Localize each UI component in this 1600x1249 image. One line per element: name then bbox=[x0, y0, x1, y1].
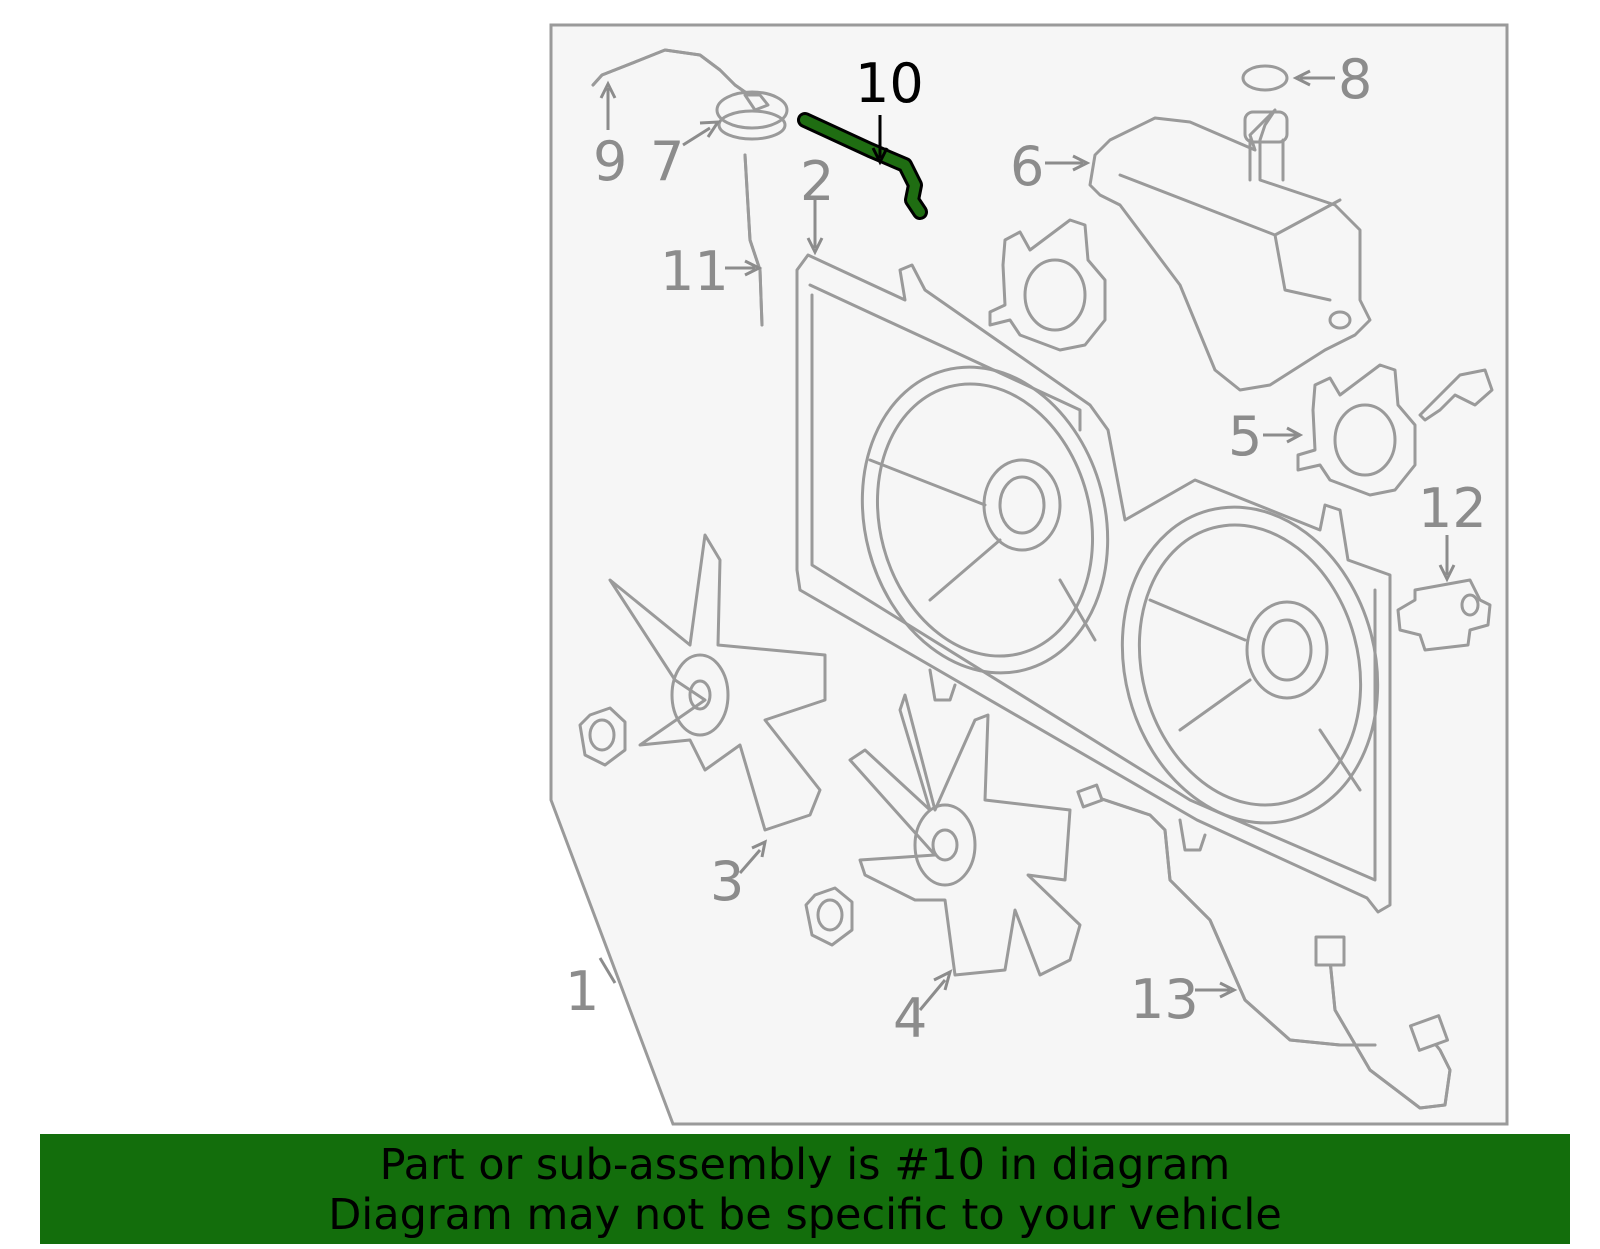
nut-left-part[interactable] bbox=[578, 706, 627, 767]
o-ring-part[interactable] bbox=[1241, 64, 1289, 92]
callout-10: 10 bbox=[855, 52, 924, 115]
reservoir-tank-part[interactable] bbox=[1088, 108, 1372, 392]
radiator-cap-part[interactable] bbox=[715, 90, 789, 141]
banner-line-2: Diagram may not be specific to your vehi… bbox=[328, 1190, 1282, 1240]
fan-motor-upper[interactable] bbox=[988, 218, 1107, 352]
fan-blade-left-part[interactable] bbox=[608, 533, 827, 832]
banner-line-1: Part or sub-assembly is #10 in diagram bbox=[379, 1140, 1231, 1190]
callout-6: 6 bbox=[1010, 135, 1044, 198]
leader-lines bbox=[598, 69, 1456, 1011]
callout-7: 7 bbox=[650, 130, 684, 193]
callout-8: 8 bbox=[1338, 48, 1372, 111]
nut-right-part[interactable] bbox=[804, 886, 854, 947]
callout-4: 4 bbox=[893, 987, 927, 1050]
sensor-part[interactable] bbox=[1396, 578, 1492, 652]
info-banner: Part or sub-assembly is #10 in diagram D… bbox=[40, 1134, 1570, 1244]
wire-harness-part[interactable] bbox=[1076, 783, 1452, 1110]
callout-11: 11 bbox=[660, 240, 729, 303]
fan-blade-right-part[interactable] bbox=[848, 693, 1082, 977]
callout-1: 1 bbox=[565, 960, 599, 1023]
callout-12: 12 bbox=[1418, 477, 1487, 540]
bolt-part[interactable] bbox=[1418, 368, 1494, 422]
fan-motor-part[interactable] bbox=[1296, 363, 1417, 497]
callout-2: 2 bbox=[800, 150, 834, 213]
callout-9: 9 bbox=[593, 130, 627, 193]
callout-5: 5 bbox=[1228, 405, 1262, 468]
fan-shroud-part[interactable] bbox=[795, 253, 1412, 914]
callout-3: 3 bbox=[710, 850, 744, 913]
callout-13: 13 bbox=[1130, 968, 1199, 1031]
